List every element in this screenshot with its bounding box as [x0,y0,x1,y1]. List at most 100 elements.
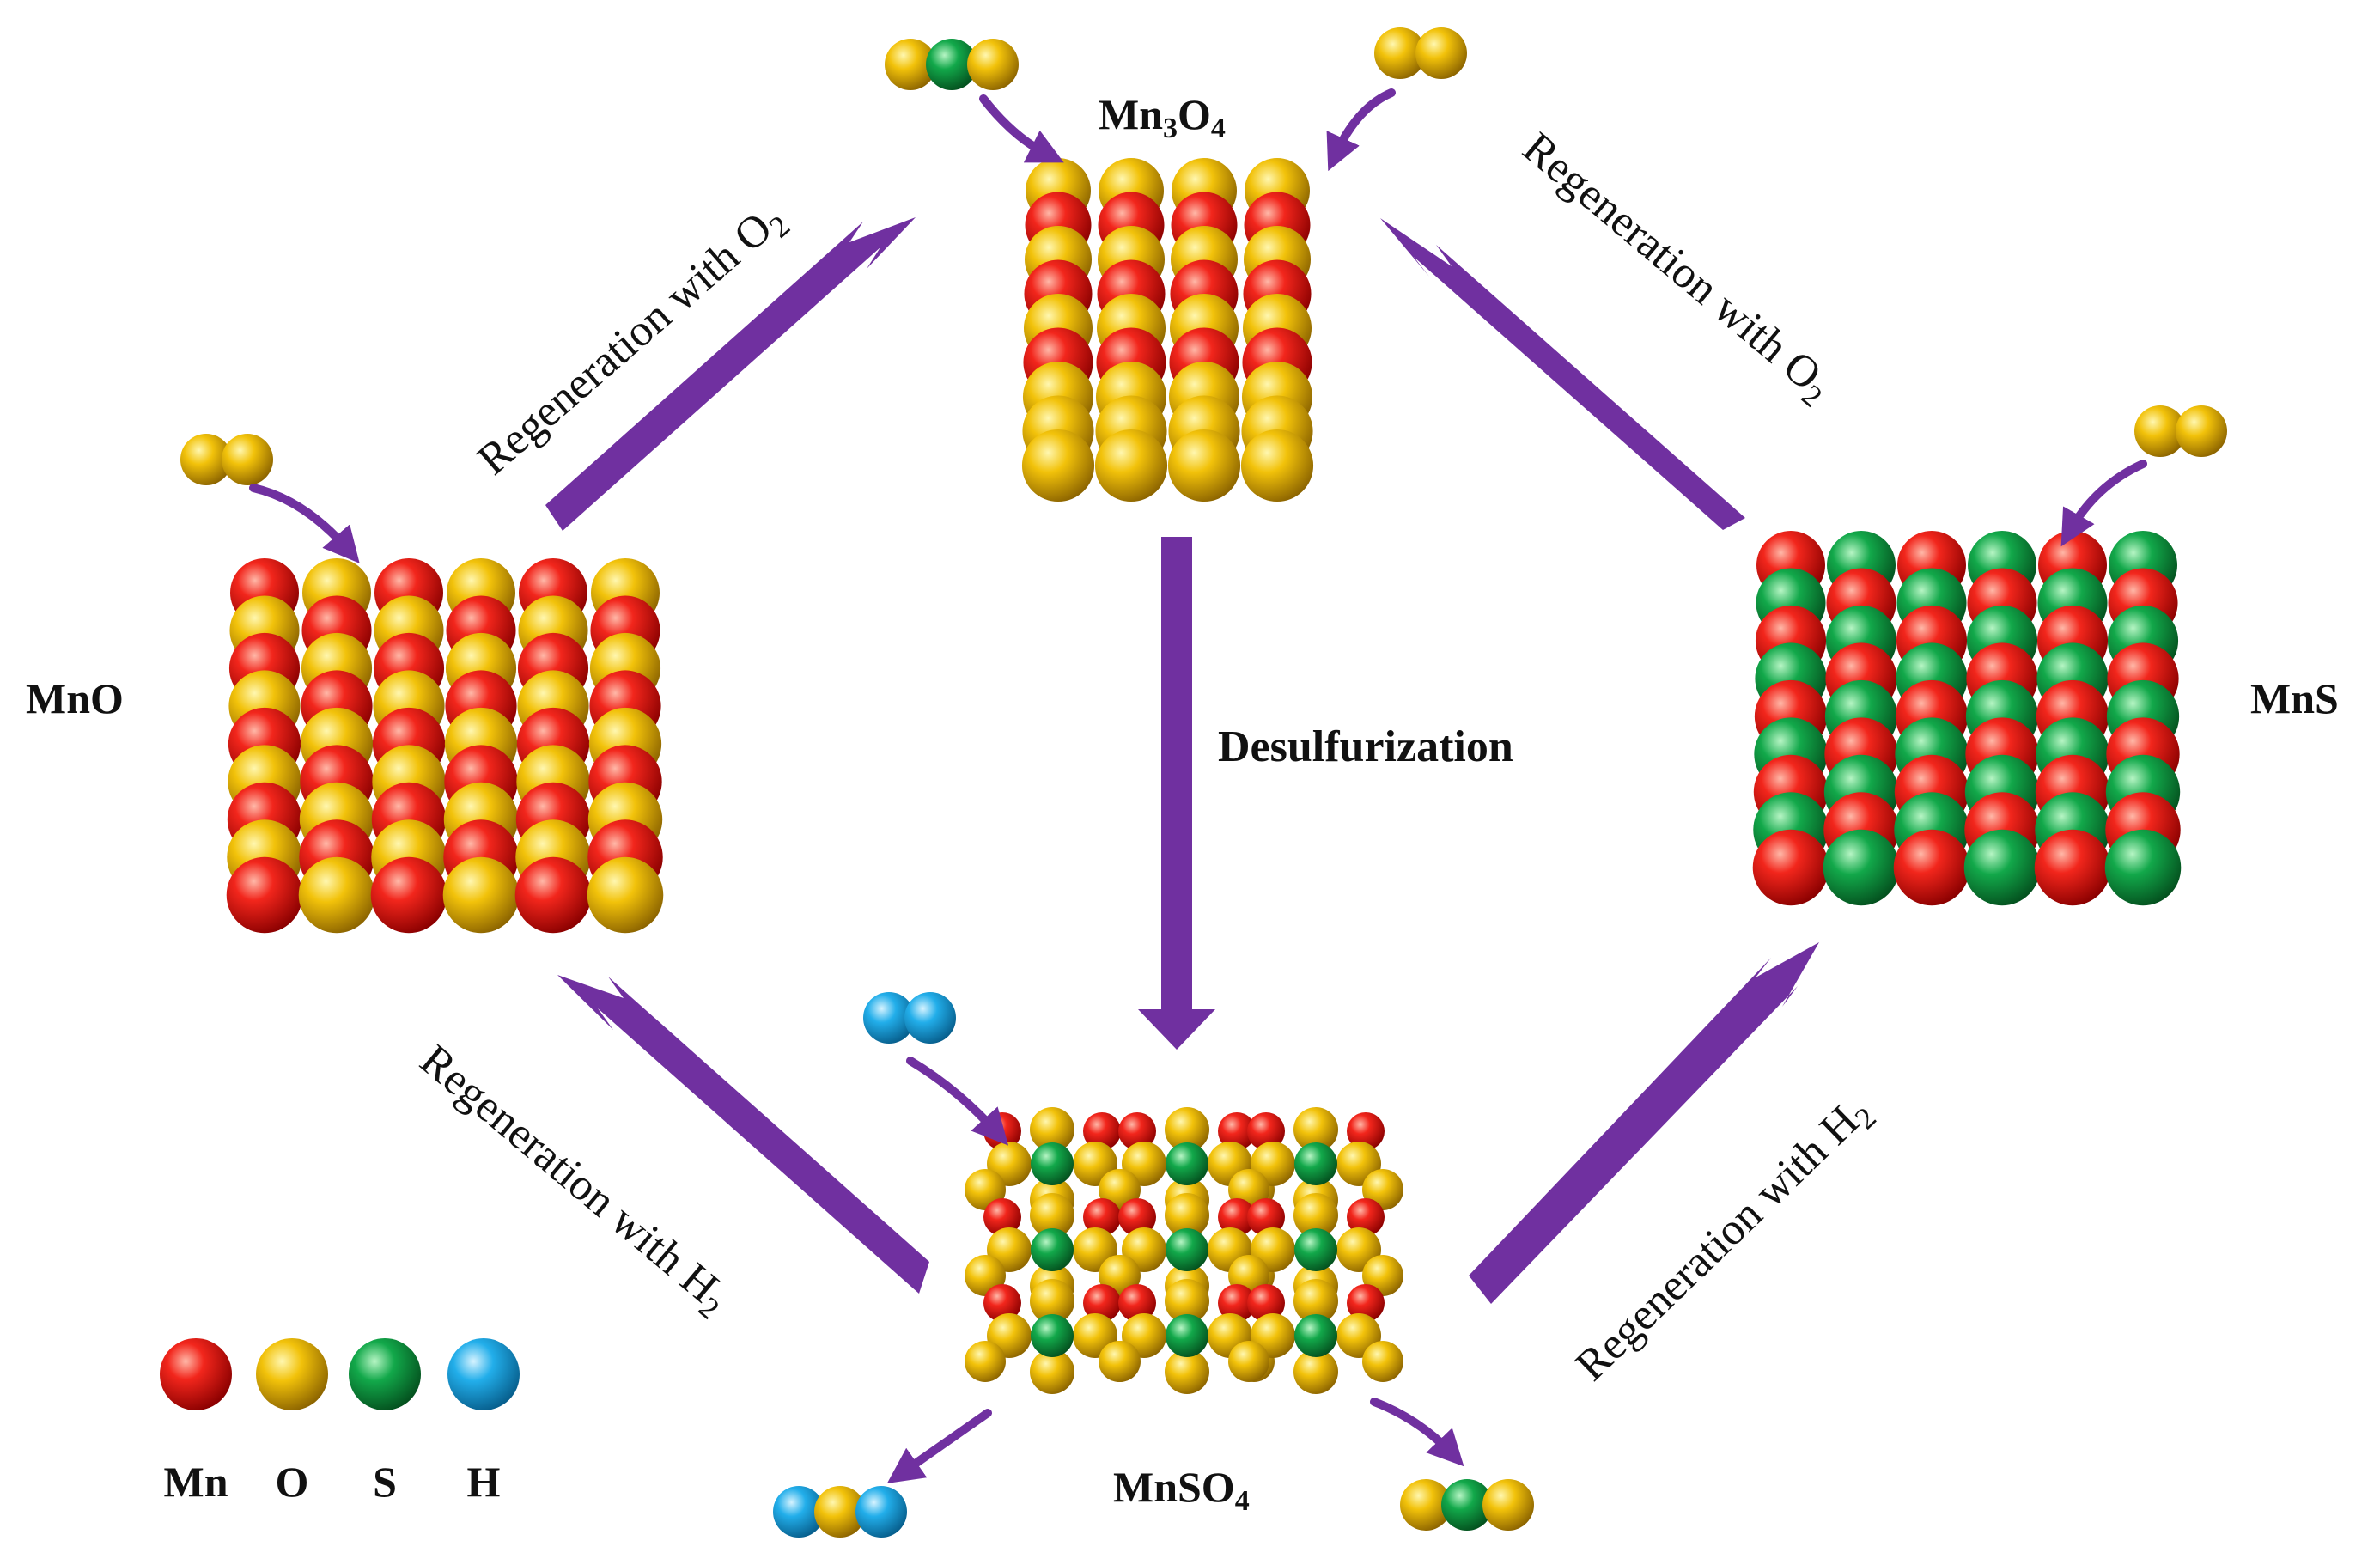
mns-lattice [1752,531,2182,906]
legend: Mn O S H [160,1338,520,1506]
atom-o [2134,405,2186,457]
atom-o [1165,1349,1209,1394]
h2o-release-arrow [886,1409,992,1484]
atom-s [1166,1314,1208,1357]
o2-adsorb-arrow-top [1326,88,1396,172]
atom-o [1362,1341,1403,1382]
h2-molecule [863,992,956,1044]
legend-item-o: O [256,1338,328,1506]
atom-s [1294,1314,1337,1357]
atom-s [1963,829,2041,906]
atom-mn [1247,1112,1285,1150]
legend-swatch-mn [160,1338,232,1410]
atom-mn [983,1198,1021,1236]
atom-o [965,1341,1006,1382]
atom-mn [1218,1284,1256,1322]
atom-s [1823,829,1900,906]
atom-o [1293,1107,1338,1152]
atom-o [967,39,1019,90]
mn3o4-label: Mn3O4 [1099,90,1226,144]
o2-adsorb-arrow-mns [2060,460,2147,547]
mnso4-label: MnSO4 [1113,1463,1250,1517]
atom-mn [1118,1198,1156,1236]
atom-mn [1893,829,1970,906]
atom-mn [514,856,592,934]
arrow-mns-to-mn3o4 [1380,218,1745,530]
atom-mn [1083,1112,1121,1150]
atom-s [1441,1479,1493,1531]
atom-o [1099,1341,1141,1382]
atom-mn [370,856,447,934]
atom-o [1021,429,1095,502]
atom-o [1165,1193,1209,1238]
o2-molecule-top-right [1374,27,1467,79]
so2-molecule-released [1400,1479,1534,1531]
atom-mn [2034,829,2111,906]
atom-s [1031,1314,1074,1357]
atom-o [180,434,232,485]
atom-o [1094,429,1168,502]
atom-mn [1247,1284,1285,1322]
atom-o [298,856,375,934]
atom-o [1165,1279,1209,1324]
atom-o [222,434,273,485]
atom-mn [1218,1112,1256,1150]
atom-mn [1083,1198,1121,1236]
legend-item-h: H [447,1338,520,1506]
atom-o [1293,1349,1338,1394]
atom-s [1031,1228,1074,1271]
atom-mn [1247,1198,1285,1236]
atom-h [855,1486,907,1538]
atom-o [1293,1279,1338,1324]
atom-mn [1218,1198,1256,1236]
mns-label: MnS [2250,674,2339,722]
atom-s [2104,829,2182,906]
atom-o [1030,1107,1074,1152]
legend-label-s: S [373,1458,397,1506]
atom-s [1294,1142,1337,1185]
atom-o [1030,1279,1074,1324]
legend-swatch-o [256,1338,328,1410]
molecule-arrows [249,88,2147,1484]
arrow-mnso4-to-mno [557,975,929,1294]
atom-s [1294,1228,1337,1271]
atom-mn [1347,1198,1385,1236]
mno-lattice [226,558,664,934]
atom-o [1030,1349,1074,1394]
atom-mn [1118,1284,1156,1322]
atom-s [1166,1142,1208,1185]
atom-s [1166,1228,1208,1271]
legend-label-mn: Mn [164,1458,228,1506]
legend-label-o: O [276,1458,309,1506]
h2o-molecule [773,1486,907,1538]
mno-label: MnO [26,674,124,722]
atom-h [904,992,956,1044]
so2-molecule-incoming [885,39,1019,90]
legend-item-mn: Mn [160,1338,232,1506]
atom-o [1482,1479,1534,1531]
h2-adsorb-arrow [906,1057,1009,1146]
atom-o [2176,405,2227,457]
atom-o [1374,27,1426,79]
atom-o [1165,1107,1209,1152]
arrow-mno-to-mn3o4 [545,217,916,531]
atom-o [885,39,936,90]
process-arrows [545,217,1819,1304]
atom-mn [1347,1112,1385,1150]
desulfurization-label: Desulfurization [1218,722,1513,771]
atom-mn [1118,1112,1156,1150]
atom-mn [1752,829,1829,906]
atom-mn [1347,1284,1385,1322]
mn3o4-lattice [1021,158,1314,502]
atom-mn [983,1284,1021,1322]
arrow-mn3o4-to-mnso4 [1138,537,1215,1050]
atom-h [863,992,915,1044]
atom-o [442,856,520,934]
atom-mn [226,856,303,934]
atom-s [1031,1142,1074,1185]
atom-o [1240,429,1314,502]
so2-adsorb-arrow [979,94,1064,163]
legend-swatch-h [447,1338,520,1410]
atom-o [1030,1193,1074,1238]
